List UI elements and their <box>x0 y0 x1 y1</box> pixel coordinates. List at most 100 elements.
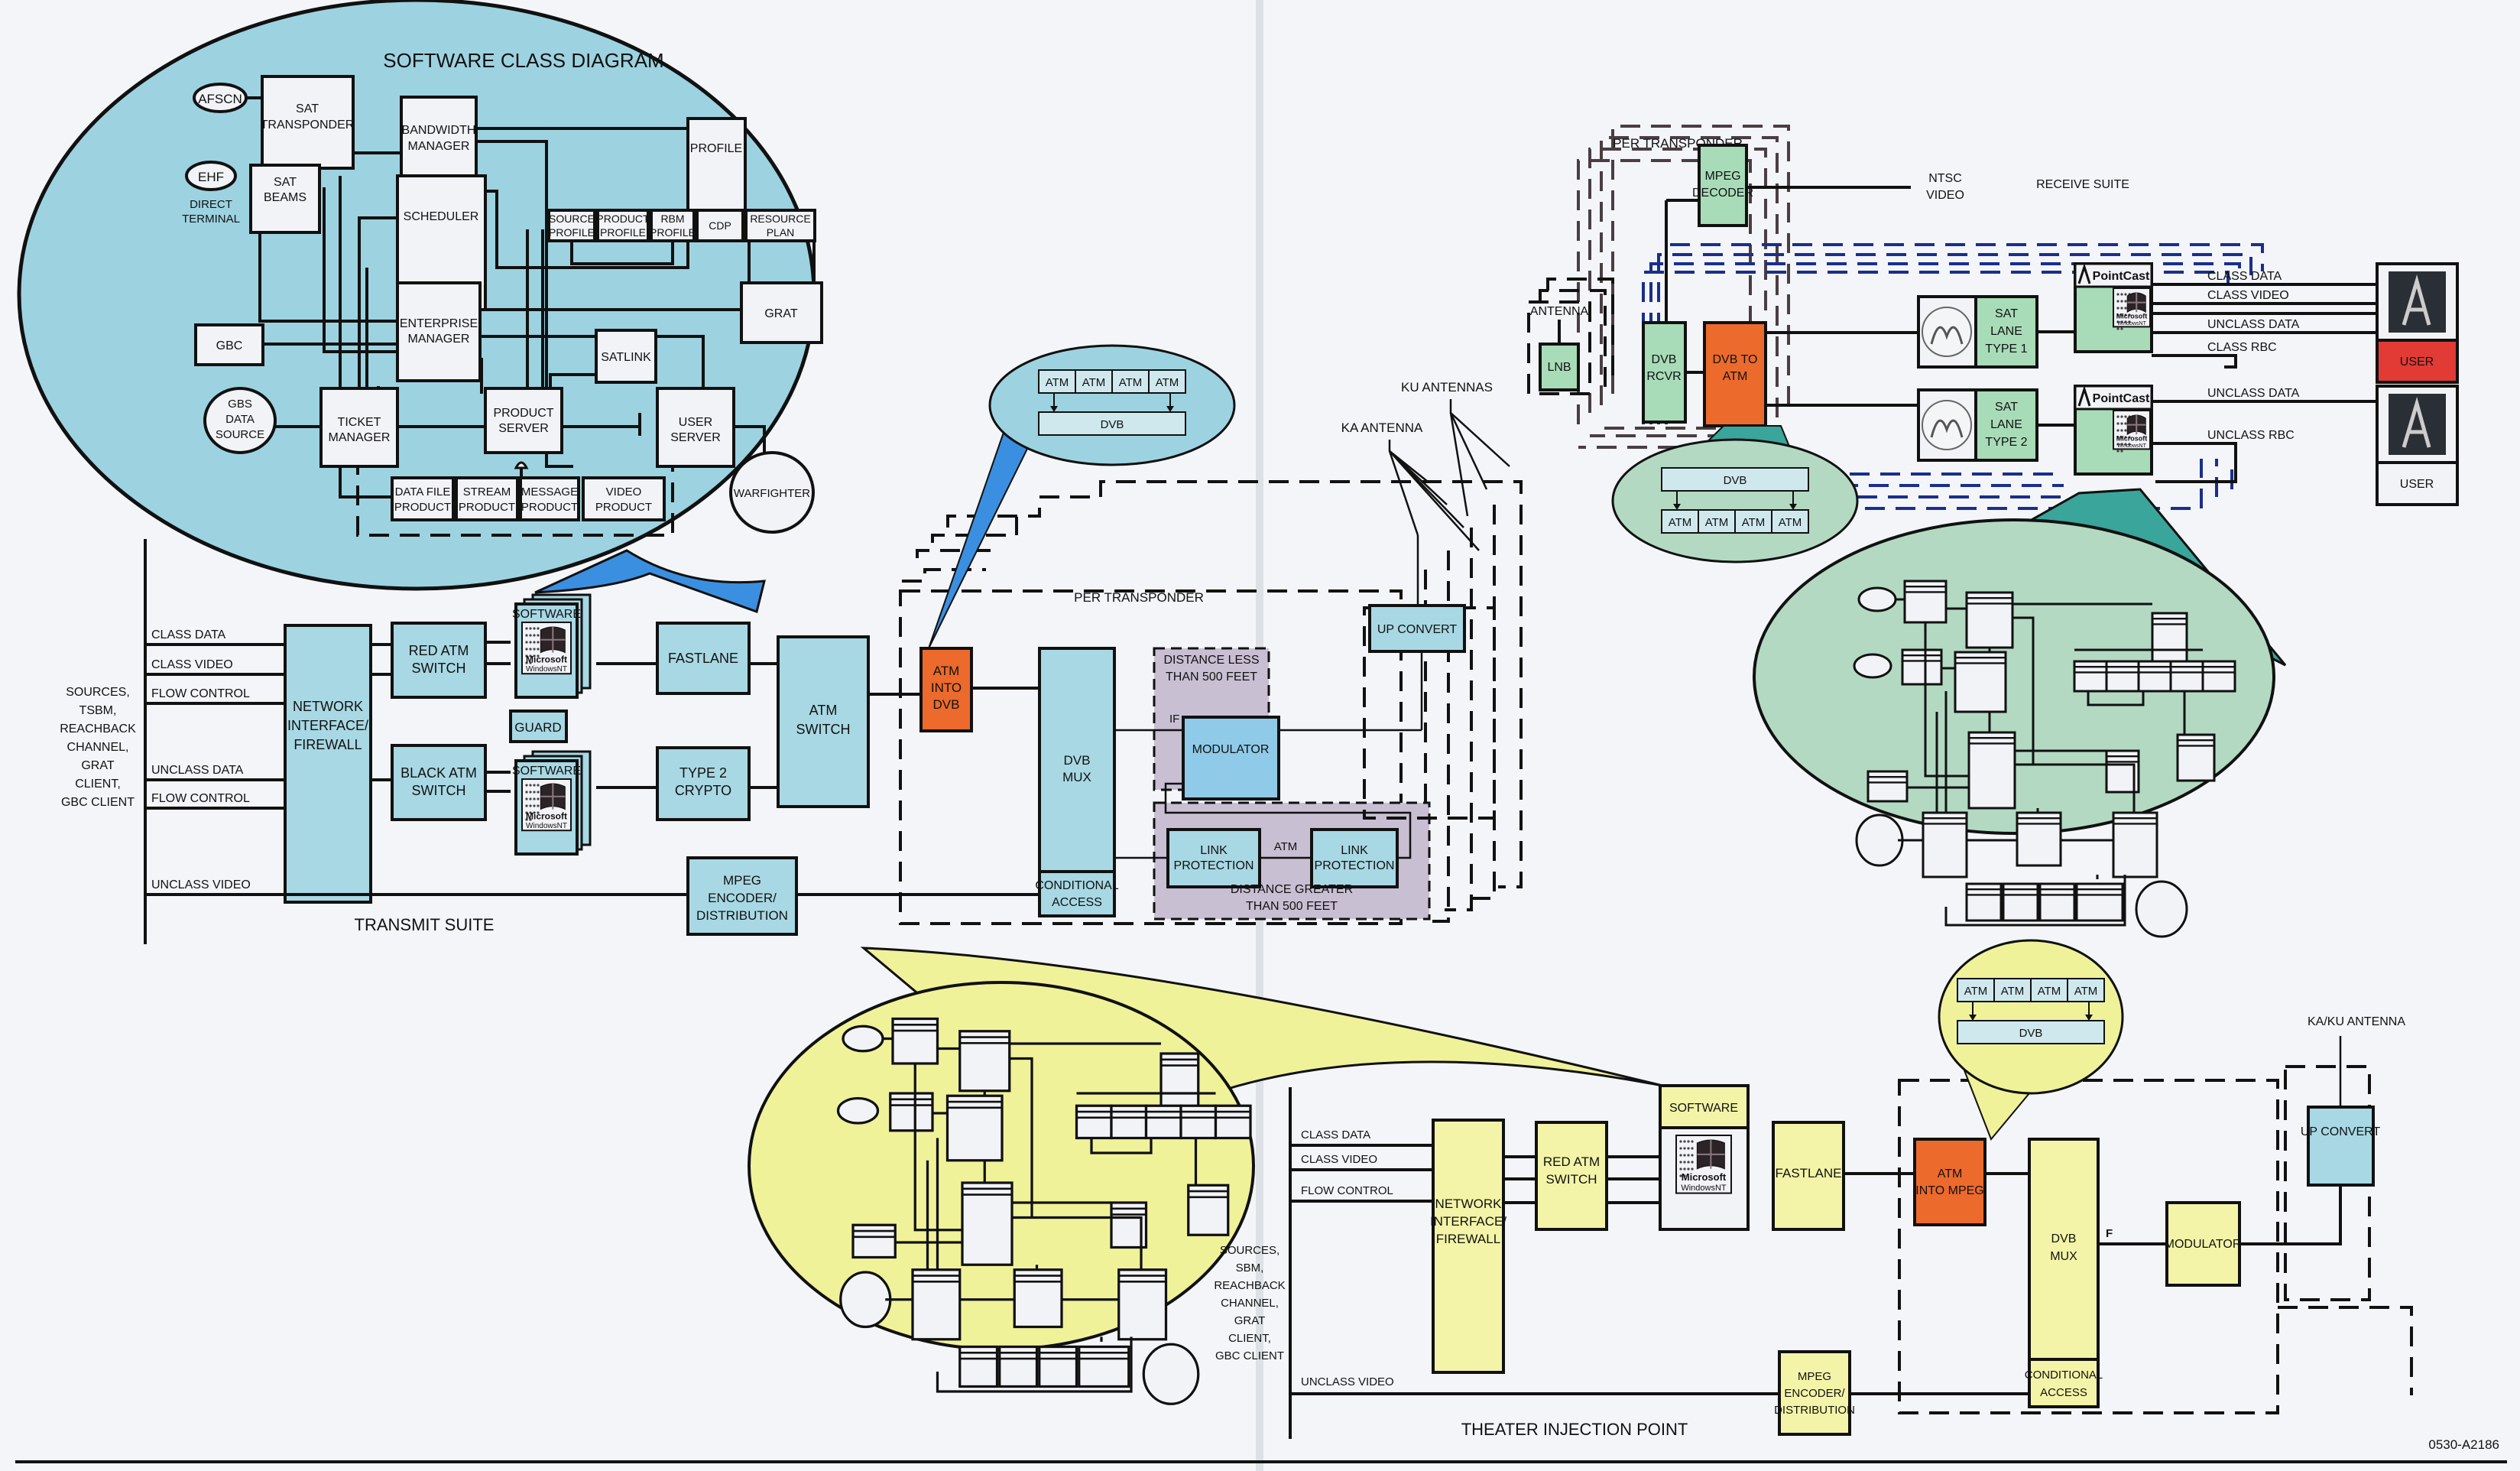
svg-text:DISTRIBUTION: DISTRIBUTION <box>696 908 788 923</box>
arrow-down-icon <box>1166 406 1174 412</box>
dvb-frame-label: DVB <box>1101 418 1124 431</box>
svg-text:SOURCE: SOURCE <box>216 428 264 441</box>
motorola-logo-icon <box>1922 307 1972 357</box>
atm-cell-label: ATM <box>2038 985 2061 998</box>
svg-text:SWITCH: SWITCH <box>412 783 466 798</box>
mini-class-ellipse <box>836 1096 880 1125</box>
tip-up-convert: UP CONVERT <box>2301 1106 2380 1187</box>
mini-class-box <box>1954 651 2007 713</box>
svg-text:INTERFACE/: INTERFACE/ <box>287 718 368 733</box>
mini-class-box <box>1110 1104 1148 1140</box>
mini-connector <box>1924 622 1970 778</box>
mini-connector <box>1090 1138 1153 1154</box>
svg-text:PRODUCT: PRODUCT <box>595 501 652 514</box>
svg-text:USER: USER <box>679 416 712 429</box>
mini-class-box <box>1144 1104 1182 1140</box>
mini-class-box <box>1179 1104 1218 1140</box>
lnb: LNB <box>1547 361 1571 374</box>
svg-text:STREAM: STREAM <box>463 485 511 498</box>
svg-text:SAT: SAT <box>296 102 319 115</box>
tip-antenna-label: KA/KU ANTENNA <box>2308 1015 2405 1028</box>
svg-text:LANE: LANE <box>1990 325 2022 338</box>
software-class-callout-receive <box>1753 488 2287 938</box>
transmit-suite: SOURCES,TSBM,REACHBACKCHANNEL,GRATCLIENT… <box>60 344 1523 944</box>
mini-class-box <box>2201 660 2236 693</box>
svg-text:TYPE 2: TYPE 2 <box>679 765 727 781</box>
dvb-frame <box>1661 467 1809 492</box>
svg-text:MODULATOR: MODULATOR <box>2165 1238 2242 1251</box>
atm-cell-label: ATM <box>1964 985 1988 998</box>
svg-text:SAT: SAT <box>1995 307 2018 320</box>
atm-cell <box>1698 509 1736 534</box>
svg-text:BEAMS: BEAMS <box>264 191 306 204</box>
svg-text:PRODUCT: PRODUCT <box>394 501 451 514</box>
svg-text:SCHEDULER: SCHEDULER <box>404 210 479 223</box>
svg-text:SATLINK: SATLINK <box>601 351 651 364</box>
pointcast-logo-icon <box>2402 274 2431 326</box>
svg-text:DVB: DVB <box>2051 1232 2077 1245</box>
software-class-callout-theater <box>748 947 1663 1405</box>
atm-cell <box>1661 509 1699 534</box>
atm-cell-label: ATM <box>1742 516 1766 529</box>
svg-text:GBS: GBS <box>228 398 252 411</box>
theater-injection-point-title: THEATER INJECTION POINT <box>1461 1420 1688 1439</box>
windowsnt-brand: WindowsNT <box>526 822 567 830</box>
svg-text:GRAT: GRAT <box>764 307 797 320</box>
mpeg-decoder: MPEG DECODER <box>1692 144 1753 227</box>
class-stream-product: STREAM PRODUCT <box>455 476 519 521</box>
svg-text:USER: USER <box>2400 356 2434 369</box>
microsoft-brand: Microsoft <box>2116 312 2148 320</box>
svg-text:MUX: MUX <box>1062 770 1091 784</box>
mini-class-box <box>961 1181 1014 1266</box>
mini-class-box <box>2112 811 2158 878</box>
svg-text:SWITCH: SWITCH <box>796 722 851 737</box>
source-line: SOURCES, <box>1220 1244 1279 1257</box>
mini-class-ellipse <box>1142 1343 1200 1405</box>
arrow-down-icon <box>1969 1015 1977 1021</box>
mini-class-box <box>2169 660 2204 693</box>
mini-class-box <box>2176 733 2216 782</box>
mini-class-box <box>1903 580 1948 624</box>
dvb-rcvr: DVB RCVR <box>1642 321 1687 424</box>
arrow-down-icon <box>2085 1015 2093 1021</box>
svg-text:SWITCH: SWITCH <box>412 661 466 676</box>
svg-text:RESOURCE: RESOURCE <box>750 213 810 225</box>
network-interface-firewall: NETWORK INTERFACE/ FIREWALL <box>284 624 372 904</box>
svg-text:INTO: INTO <box>931 680 962 695</box>
output-label: CLASS RBC <box>2207 341 2277 354</box>
class-data-file-product: DATA FILE PRODUCT <box>391 476 455 521</box>
mini-connector <box>2012 616 2035 765</box>
tip-f-label: F <box>2106 1227 2113 1240</box>
source-line: CLIENT, <box>1228 1332 1271 1345</box>
class-rbm-profile: RBM PROFILE <box>650 209 696 242</box>
fastlane: FASTLANE <box>656 622 751 695</box>
svg-text:ATM: ATM <box>933 664 960 678</box>
atm-cell-label: ATM <box>1156 376 1179 389</box>
mpeg-encoder-distribution: MPEG ENCODER/ DISTRIBUTION <box>686 856 798 936</box>
conditional-access: CONDITIONAL <box>1035 879 1118 892</box>
svg-text:AFSCN: AFSCN <box>198 92 242 106</box>
atm-cell <box>1111 369 1150 394</box>
class-sat-beams: SAT BEAMS <box>249 164 321 234</box>
svg-text:TYPE 1: TYPE 1 <box>1985 343 2027 356</box>
software-class-diagram: SOFTWARE CLASS DIAGRAM <box>17 0 823 613</box>
transmit-sources-label: SOURCES,TSBM,REACHBACKCHANNEL,GRATCLIENT… <box>60 686 136 809</box>
mini-class-box <box>1214 1104 1252 1140</box>
dvb-frame-label: DVB <box>1724 474 1747 487</box>
type2-crypto: TYPE 2 CRYPTO <box>656 746 751 821</box>
tip-dvb-mux: DVB MUX CONDITIONAL ACCESS <box>2025 1138 2103 1408</box>
svg-text:ATM: ATM <box>809 703 838 718</box>
class-cdp: CDP <box>696 209 744 242</box>
svg-text:PROFILE: PROFILE <box>600 226 646 239</box>
class-ticket-manager: TICKET MANAGER <box>319 387 399 468</box>
mini-connector <box>1944 875 2126 927</box>
class-grat: GRAT <box>740 281 823 344</box>
distance-greater-zone: LINK PROTECTION ATM LINK PROTECTION DIST… <box>1114 782 1431 921</box>
software-label: SOFTWARE <box>512 608 581 621</box>
atm-cell-label: ATM <box>1669 516 1692 529</box>
up-convert-frame: UP CONVERT <box>1363 535 1496 820</box>
svg-text:LANE: LANE <box>1990 418 2022 431</box>
